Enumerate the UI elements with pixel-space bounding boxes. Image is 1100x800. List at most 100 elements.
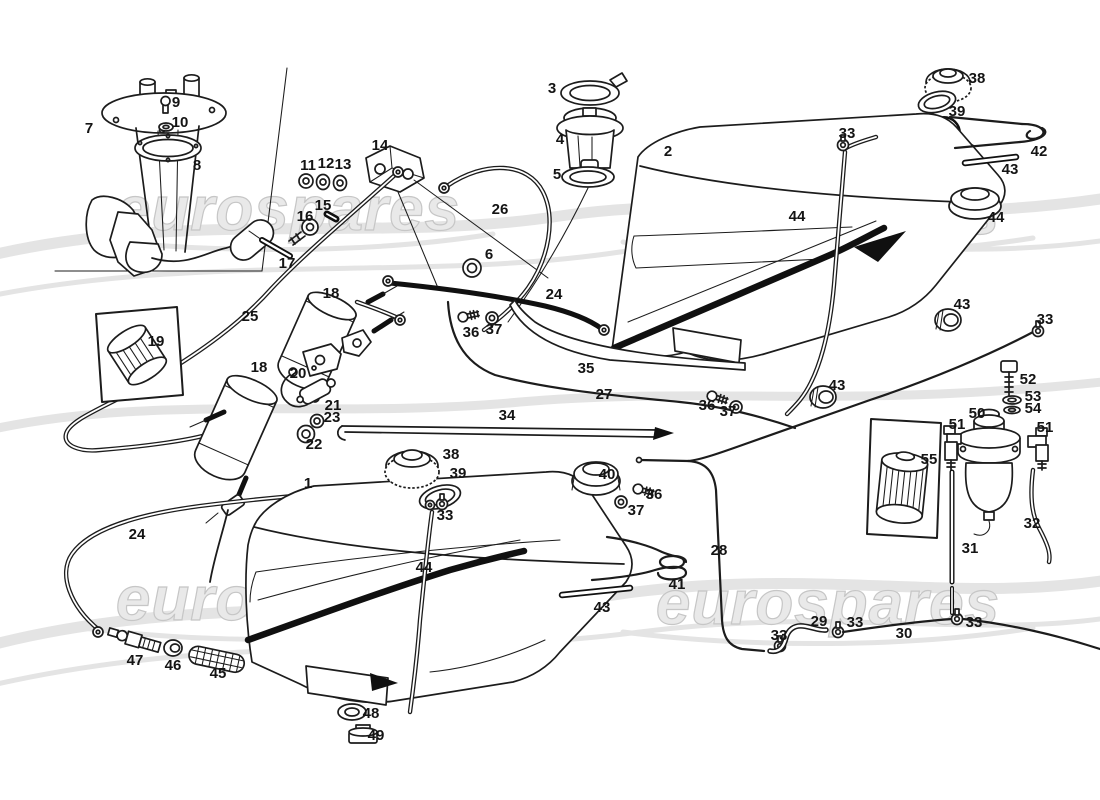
pin-17 bbox=[248, 230, 293, 259]
union-bolt-16 bbox=[288, 218, 319, 246]
banjo-fitting-51-right bbox=[1027, 427, 1049, 471]
fuel-tank-1 bbox=[244, 470, 633, 706]
washer-54 bbox=[1003, 405, 1021, 415]
fuel-pipe-30 bbox=[841, 617, 1100, 651]
washer-10 bbox=[158, 122, 174, 132]
breather-pipe-42 bbox=[948, 115, 1047, 150]
part-number-label-13: 13 bbox=[335, 156, 352, 173]
fuel-sender-unit-7 bbox=[85, 73, 275, 277]
washer-13 bbox=[332, 174, 348, 192]
part-number-label-51: 51 bbox=[1037, 419, 1054, 436]
part-number-label-35: 35 bbox=[578, 360, 595, 377]
part-number-label-47: 47 bbox=[127, 652, 144, 669]
part-number-label-42: 42 bbox=[1031, 143, 1048, 160]
part-number-label-37: 37 bbox=[486, 321, 503, 338]
part-number-label-43: 43 bbox=[829, 377, 846, 394]
feed-hose-24-centre bbox=[382, 275, 610, 336]
part-number-label-9: 9 bbox=[172, 94, 180, 111]
union-47 bbox=[107, 627, 162, 654]
part-number-label-31: 31 bbox=[962, 540, 979, 557]
vent-rod-43-right bbox=[961, 153, 1020, 167]
part-number-label-4: 4 bbox=[556, 131, 565, 148]
part-number-label-44: 44 bbox=[789, 208, 806, 225]
part-number-label-45: 45 bbox=[210, 665, 227, 682]
part-number-label-33: 33 bbox=[771, 627, 788, 644]
washer-48 bbox=[337, 703, 367, 721]
part-number-label-26: 26 bbox=[492, 201, 509, 218]
washer-23 bbox=[309, 413, 325, 429]
part-number-label-46: 46 bbox=[165, 657, 182, 674]
grommet-43-lower bbox=[809, 385, 837, 409]
ferrule-15 bbox=[323, 210, 340, 223]
part-number-label-48: 48 bbox=[363, 705, 380, 722]
part-number-label-39: 39 bbox=[949, 103, 966, 120]
grommet-43-mid bbox=[934, 308, 962, 332]
part-number-label-43: 43 bbox=[594, 599, 611, 616]
part-number-label-15: 15 bbox=[315, 197, 332, 214]
part-number-label-38: 38 bbox=[443, 446, 460, 463]
part-number-label-30: 30 bbox=[896, 625, 913, 642]
part-number-label-7: 7 bbox=[85, 120, 93, 137]
tank1-vent-hose-44 bbox=[407, 499, 436, 715]
part-number-label-49: 49 bbox=[368, 727, 385, 744]
bolt-52 bbox=[1000, 360, 1018, 397]
pump-bracket-plates bbox=[302, 329, 372, 377]
part-number-label-37: 37 bbox=[720, 403, 737, 420]
banjo-fitting-51-left bbox=[943, 425, 962, 471]
fuel-pump-18-upper bbox=[277, 285, 406, 391]
part-number-label-14: 14 bbox=[372, 137, 389, 154]
valve-21 bbox=[296, 378, 336, 405]
part-number-label-39: 39 bbox=[450, 465, 467, 482]
part-number-label-50: 50 bbox=[969, 405, 986, 422]
part-number-label-5: 5 bbox=[553, 166, 561, 183]
drain-plug-49 bbox=[348, 724, 378, 744]
part-number-label-33: 33 bbox=[966, 614, 983, 631]
part-number-label-38: 38 bbox=[969, 70, 986, 87]
grommet-40 bbox=[571, 461, 621, 496]
watermark-swoosh bbox=[620, 625, 1036, 647]
part-number-label-17: 17 bbox=[279, 255, 296, 272]
washer-46 bbox=[163, 639, 183, 657]
part-number-label-33: 33 bbox=[839, 125, 856, 142]
part-number-label-24: 24 bbox=[129, 526, 146, 543]
part-number-label-52: 52 bbox=[1020, 371, 1037, 388]
part-number-label-12: 12 bbox=[318, 155, 335, 172]
filler-cap-38-left bbox=[384, 449, 440, 489]
part-number-label-32: 32 bbox=[1024, 515, 1041, 532]
part-number-label-24: 24 bbox=[546, 286, 563, 303]
part-number-label-18: 18 bbox=[323, 285, 340, 302]
part-number-label-34: 34 bbox=[499, 407, 516, 424]
filter-element-box-19 bbox=[95, 306, 184, 403]
hose-29 bbox=[767, 623, 829, 655]
part-number-label-44: 44 bbox=[988, 209, 1005, 226]
part-number-label-16: 16 bbox=[297, 208, 314, 225]
sender-body-4 bbox=[556, 107, 624, 181]
gasket-ring-8 bbox=[134, 133, 202, 163]
part-number-label-36: 36 bbox=[646, 486, 663, 503]
washer-12 bbox=[315, 173, 331, 191]
part-number-label-36: 36 bbox=[463, 324, 480, 341]
part-number-label-29: 29 bbox=[811, 613, 828, 630]
part-number-label-11: 11 bbox=[300, 157, 316, 174]
washer-37-bottom bbox=[614, 495, 628, 509]
part-number-label-23: 23 bbox=[324, 409, 341, 426]
part-number-label-43: 43 bbox=[954, 296, 971, 313]
part-number-label-8: 8 bbox=[193, 157, 201, 174]
part-number-label-10: 10 bbox=[172, 114, 189, 131]
part-number-label-20: 20 bbox=[290, 365, 307, 382]
part-number-label-43: 43 bbox=[1002, 161, 1019, 178]
fuel-tank-2 bbox=[610, 112, 1006, 364]
part-number-label-53: 53 bbox=[1025, 388, 1042, 405]
part-number-label-55: 55 bbox=[921, 451, 938, 468]
part-number-label-2: 2 bbox=[664, 143, 672, 160]
part-number-label-18: 18 bbox=[251, 359, 268, 376]
grommet-44-right bbox=[948, 187, 1002, 220]
hose-32 bbox=[1029, 467, 1052, 565]
bolt-36-upper bbox=[456, 308, 481, 324]
part-number-label-21: 21 bbox=[325, 397, 342, 414]
sender-gasket-5 bbox=[561, 166, 615, 188]
washer-6 bbox=[462, 258, 482, 278]
